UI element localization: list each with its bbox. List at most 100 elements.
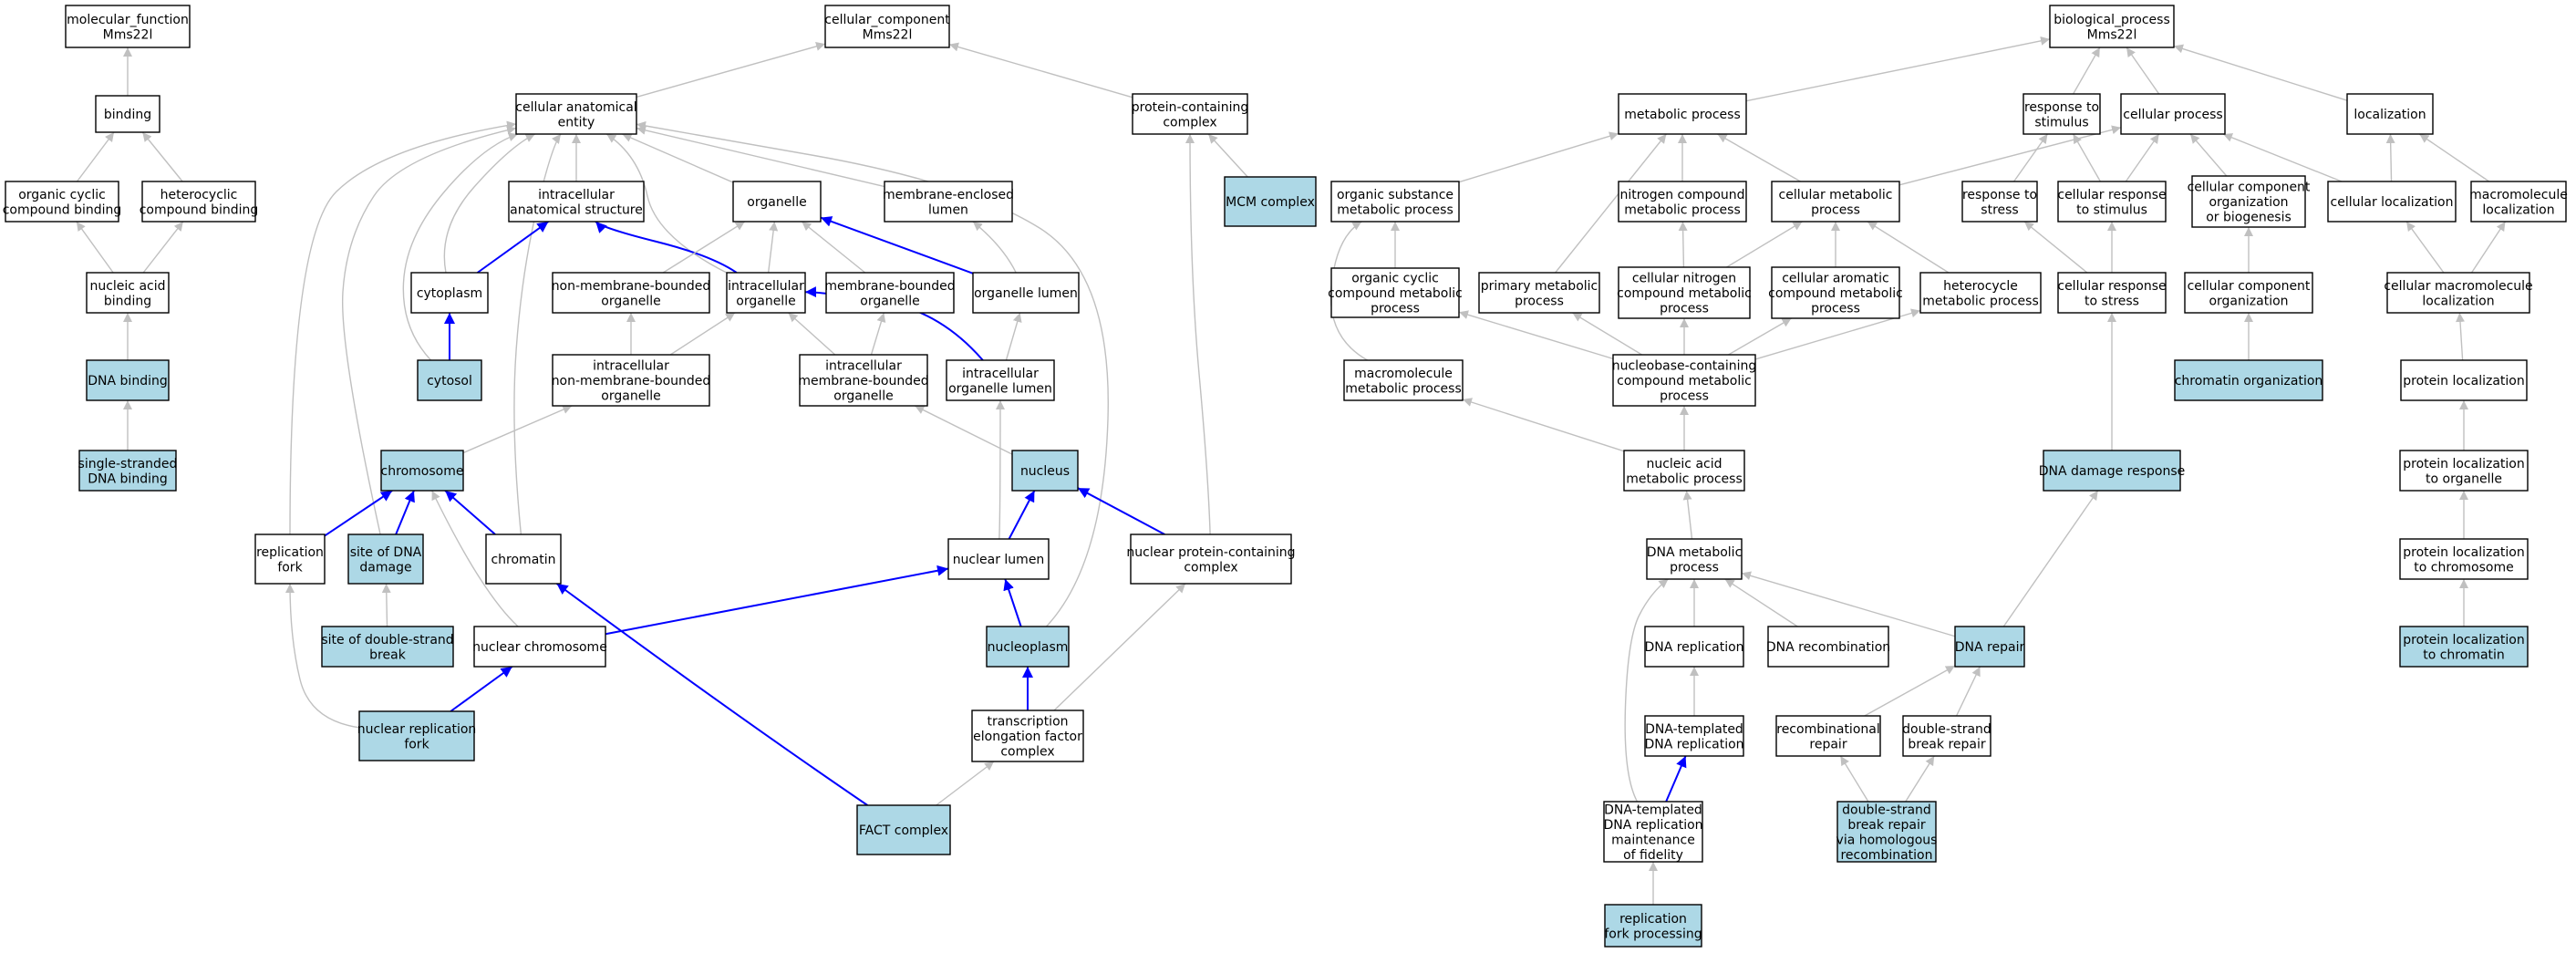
node-label-io: intracellular — [728, 279, 804, 294]
edge-het-binding-to-binding — [141, 131, 183, 182]
node-label-pmp: process — [1515, 294, 1564, 308]
edge-nucleoplasm-to-nuc-lumen — [1003, 578, 1022, 627]
edge-io-to-organelle — [767, 221, 779, 274]
node-box-ss-dna-binding — [78, 450, 177, 492]
node-prot-loc: protein localization — [2400, 359, 2528, 401]
edge-nuc-lumen-to-nucleus — [1008, 490, 1036, 540]
edge-cell-proc-to-bp-root — [2126, 47, 2160, 95]
node-box-mf-root — [65, 5, 191, 48]
node-label-site-dsb: break — [369, 647, 407, 662]
node-label-cco: cellular component — [2188, 279, 2311, 294]
edge-cml-to-cell-loc — [2405, 221, 2445, 274]
node-box-cell-loc — [2327, 181, 2457, 223]
edge-fact-to-chromatin — [555, 583, 868, 806]
edge-cncmp-to-ncmp — [1678, 221, 1688, 268]
node-label-cacmp: compound metabolic — [1768, 286, 1903, 301]
node-label-plc: protein localization — [2403, 545, 2524, 560]
node-nuc-chrom: nuclear chromosome — [472, 626, 607, 668]
node-label-cell-loc: cellular localization — [2331, 195, 2454, 210]
node-label-cml: cellular macromolecule — [2384, 279, 2532, 294]
node-box-dsbr — [1902, 715, 1991, 757]
edge-nbccmp-to-occmp — [1458, 310, 1614, 360]
node-dna-recomb: DNA recombination — [1766, 626, 1890, 668]
node-label-nbccmp: nucleobase-containing — [1612, 359, 1757, 374]
edge-macro-loc-to-localization — [2418, 133, 2490, 182]
node-box-cco — [2184, 272, 2313, 314]
node-box-prot-loc — [2400, 359, 2528, 401]
edge-chromosome-to-inmbo — [462, 405, 573, 454]
node-box-imbo — [799, 354, 928, 407]
node-box-occmp — [1330, 267, 1460, 318]
edge-chromatin-to-cae — [513, 133, 562, 535]
node-nucleoplasm: nucleoplasm — [986, 626, 1070, 668]
edge-org-cyc-binding-to-binding — [76, 131, 115, 182]
node-label-cncmp: cellular nitrogen — [1632, 272, 1736, 286]
node-box-ccob — [2191, 175, 2306, 228]
node-label-resp-stress: stress — [1981, 202, 2018, 217]
node-box-plchrom — [2399, 626, 2529, 668]
node-label-mbo: organelle — [860, 294, 919, 308]
node-box-ncmp — [1618, 181, 1747, 223]
node-box-organelle — [732, 181, 822, 223]
node-box-pcc — [1132, 93, 1248, 135]
node-label-imbo: membrane-bounded — [798, 374, 928, 388]
node-label-dsbrhr: double-strand — [1842, 803, 1931, 817]
node-label-resp-stim: stimulus — [2034, 115, 2088, 129]
node-chromatin: chromatin — [485, 533, 562, 585]
node-box-cell-proc — [2120, 93, 2226, 135]
node-label-crstress: to stress — [2085, 294, 2139, 308]
node-label-io: organelle — [736, 294, 795, 308]
node-label-met-proc: metabolic process — [1624, 108, 1741, 122]
node-box-site-dsb — [321, 626, 454, 668]
node-label-resp-stim: response to — [2024, 100, 2099, 115]
node-box-nbccmp — [1612, 354, 1756, 407]
edge-cell-loc-to-localization — [2385, 133, 2395, 182]
node-dna-repair: DNA repair — [1954, 626, 2025, 668]
node-label-cc-root: Mms22l — [863, 27, 913, 42]
edge-nuc-chrom-to-nuc-lumen — [605, 565, 949, 636]
edge-dsbr-to-dna-repair — [1955, 666, 1981, 717]
node-label-namp: metabolic process — [1626, 471, 1743, 486]
edge-nucleic-binding-to-org-cyc-binding — [76, 221, 114, 274]
edge-imbo-to-mbo — [870, 312, 886, 356]
node-box-nucleus — [1011, 450, 1079, 492]
node-box-dna-repair — [1954, 626, 2025, 668]
edge-ccob-to-cell-proc — [2189, 133, 2228, 177]
node-label-chrom-org: chromatin organization — [2175, 374, 2323, 388]
node-label-tefc: elongation factor — [973, 730, 1082, 744]
node-label-hmp: heterocycle — [1943, 279, 2018, 294]
node-box-dtdr — [1644, 715, 1744, 757]
node-box-pmp — [1478, 272, 1600, 314]
edge-dna-repair-to-ddr — [2002, 490, 2099, 627]
node-label-org-cyc-binding: compound binding — [3, 202, 122, 217]
node-label-dmp: process — [1670, 560, 1719, 575]
node-label-rep-fork: replication — [256, 545, 324, 560]
edge-dna-recomb-to-dmp — [1724, 578, 1798, 627]
node-box-cc-root — [824, 5, 950, 48]
node-label-site-dna: site of DNA — [350, 545, 422, 560]
node-ol: organelle lumen — [972, 272, 1080, 314]
node-label-ss-dna-binding: DNA binding — [88, 471, 167, 486]
edge-nucleic-binding-to-het-binding — [142, 221, 184, 274]
node-box-iol — [946, 359, 1055, 401]
node-label-ias: intracellular — [538, 188, 615, 202]
node-label-macro-loc: macromolecule — [2469, 188, 2568, 202]
edge-nuc-rep-fork-to-nuc-chrom — [450, 666, 513, 712]
node-label-crs: cellular response — [2057, 188, 2166, 202]
